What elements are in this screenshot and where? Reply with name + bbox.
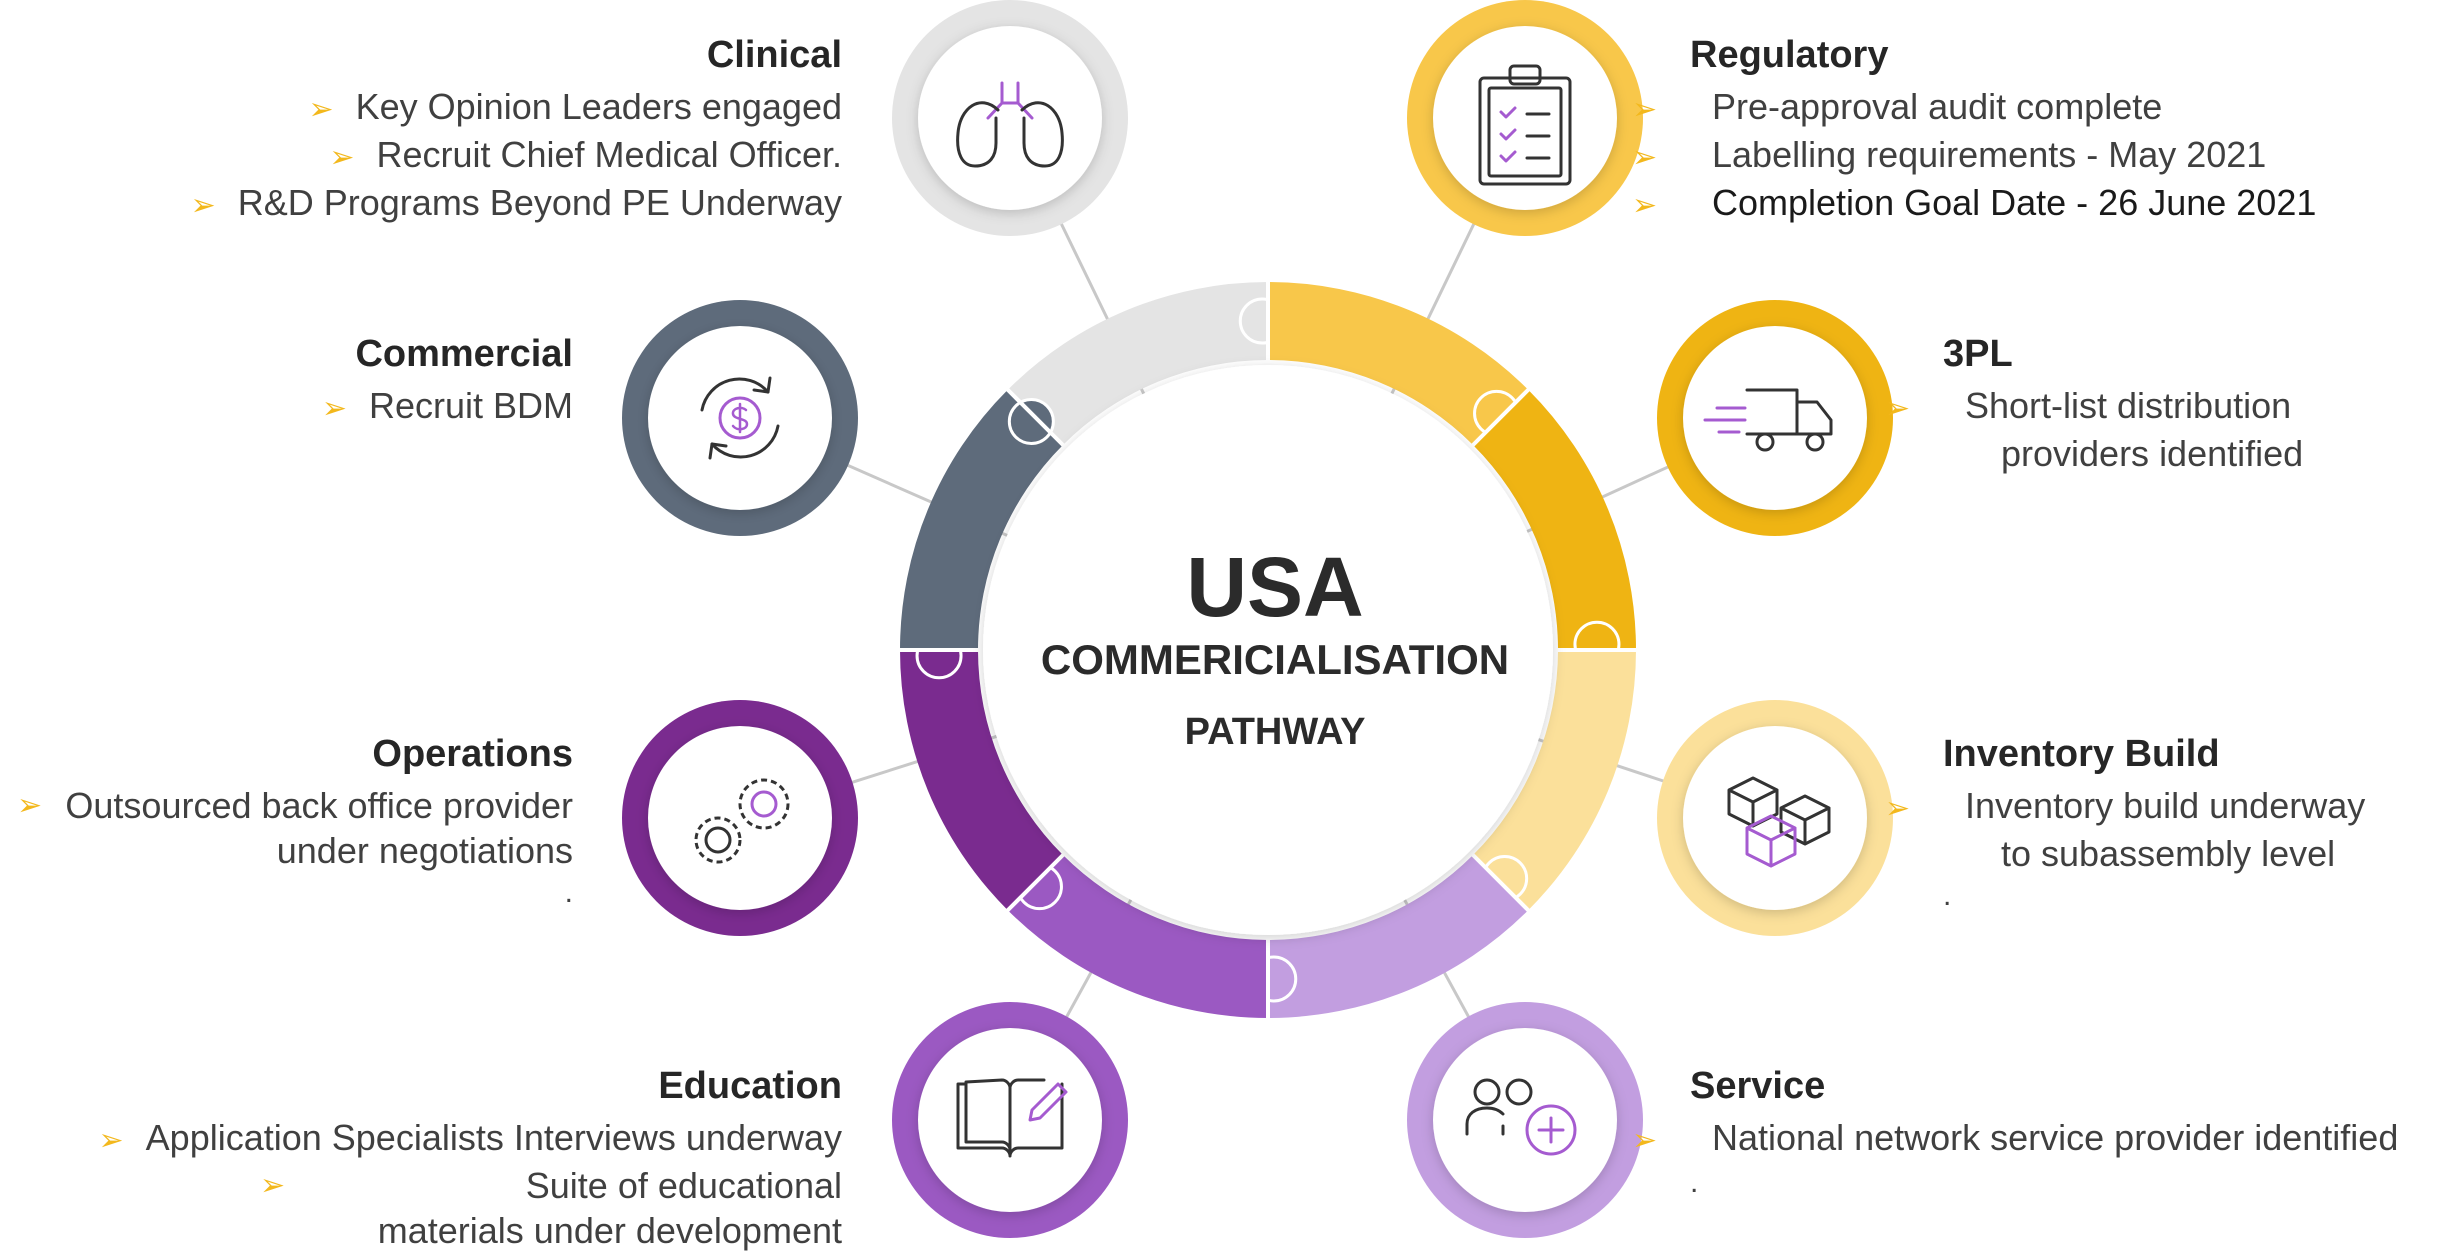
section-title: Operations <box>372 733 573 775</box>
book-pencil-icon <box>956 1078 1068 1158</box>
ring-segment-clinical <box>1007 282 1268 445</box>
trailing-mark: . <box>564 876 573 909</box>
dollar-cycle-icon <box>700 376 780 460</box>
list-item: ➢Application Specialists Interviews unde… <box>42 1115 842 1163</box>
section-title: 3PL <box>1943 333 2013 375</box>
list-item: ➢Completion Goal Date - 26 June 2021 <box>1632 182 2317 223</box>
list-item: ➢National network service provider ident… <box>1632 1117 2399 1158</box>
section-title: Commercial <box>355 333 573 375</box>
node-face-regulatory <box>1433 26 1617 210</box>
center-subtitle-line1: COMMERICIALISATION <box>1040 636 1510 683</box>
segment-divider <box>1470 386 1532 448</box>
education-section: Education ➢Application Specialists Inter… <box>42 1063 842 1253</box>
gears-icon <box>694 778 790 864</box>
segment-divider <box>1004 386 1066 448</box>
commercial-section: Commercial ➢Recruit BDM <box>0 331 573 431</box>
section-title: Regulatory <box>1690 34 1889 76</box>
arrow-bullet-icon: ➢ <box>321 392 347 425</box>
users-add-icon <box>1465 1078 1577 1156</box>
node-face-clinical <box>918 26 1102 210</box>
boxes-icon <box>1727 776 1831 868</box>
ring-segment-inventory <box>1473 650 1636 911</box>
threepl-section: 3PL ➢Short-list distribution providers i… <box>1885 331 2383 476</box>
list-item: ➢Recruit BDM <box>0 383 573 431</box>
node-face-service <box>1433 1028 1617 1212</box>
ring-segment-education <box>1007 855 1268 1018</box>
ring-segment-commercial <box>900 389 1063 650</box>
arrow-bullet-icon: ➢ <box>329 141 355 174</box>
pathway-ring <box>898 280 1638 1020</box>
arrow-bullet-icon: ➢ <box>98 1124 124 1157</box>
node-face-threepl <box>1683 326 1867 510</box>
arrow-bullet-icon: ➢ <box>190 189 216 222</box>
delivery-truck-icon <box>1703 388 1833 452</box>
list-item: ➢Labelling requirements - May 2021 <box>1632 134 2267 175</box>
center-subtitle-line2: PATHWAY <box>1184 711 1366 753</box>
list-item: ➢Key Opinion Leaders engaged <box>42 84 842 132</box>
trailing-mark: . <box>1690 1166 1699 1199</box>
section-title: Inventory Build <box>1943 733 2220 775</box>
arrow-bullet-icon: ➢ <box>260 1169 286 1202</box>
list-item: ➢Recruit Chief Medical Officer. <box>42 132 842 180</box>
list-item: ➢Pre-approval audit complete <box>1632 86 2163 127</box>
section-title: Service <box>1690 1065 1826 1107</box>
list-item: ➢R&D Programs Beyond PE Underway <box>42 180 842 228</box>
list-item: ➢Short-list distribution providers ident… <box>1885 385 2304 474</box>
list-item: ➢Outsourced back office provider under n… <box>17 785 573 871</box>
ring-segment-service <box>1268 855 1529 1018</box>
ring-segment-threepl <box>1473 389 1636 650</box>
center-disc <box>983 365 1553 935</box>
center-title: USA <box>1186 540 1364 634</box>
puzzle-tab-commercial <box>1007 397 1055 445</box>
list-item: ➢Inventory build underway to subassembly… <box>1885 785 2366 874</box>
section-icons <box>694 64 1833 1158</box>
arrow-bullet-icon: ➢ <box>17 789 43 822</box>
inventory-section: Inventory Build ➢Inventory build underwa… <box>1885 731 2403 916</box>
ring-segment-operations <box>900 650 1063 911</box>
clinical-section: Clinical ➢Key Opinion Leaders engaged ➢R… <box>42 32 842 228</box>
operations-section: Operations ➢Outsourced back office provi… <box>0 731 573 913</box>
trailing-mark: . <box>1943 879 1952 912</box>
clipboard-checklist-icon <box>1478 64 1572 186</box>
arrow-bullet-icon: ➢ <box>308 93 334 126</box>
service-section: Service ➢National network service provid… <box>1632 1063 2445 1203</box>
segment-divider <box>1004 852 1066 914</box>
regulatory-section: Regulatory ➢Pre-approval audit complete … <box>1632 32 2445 228</box>
section-title: Education <box>658 1065 842 1107</box>
section-title: Clinical <box>706 34 842 76</box>
lungs-icon <box>956 81 1064 168</box>
node-face-operations <box>648 726 832 910</box>
segment-divider <box>1470 852 1532 914</box>
ring-segment-regulatory <box>1268 282 1529 445</box>
